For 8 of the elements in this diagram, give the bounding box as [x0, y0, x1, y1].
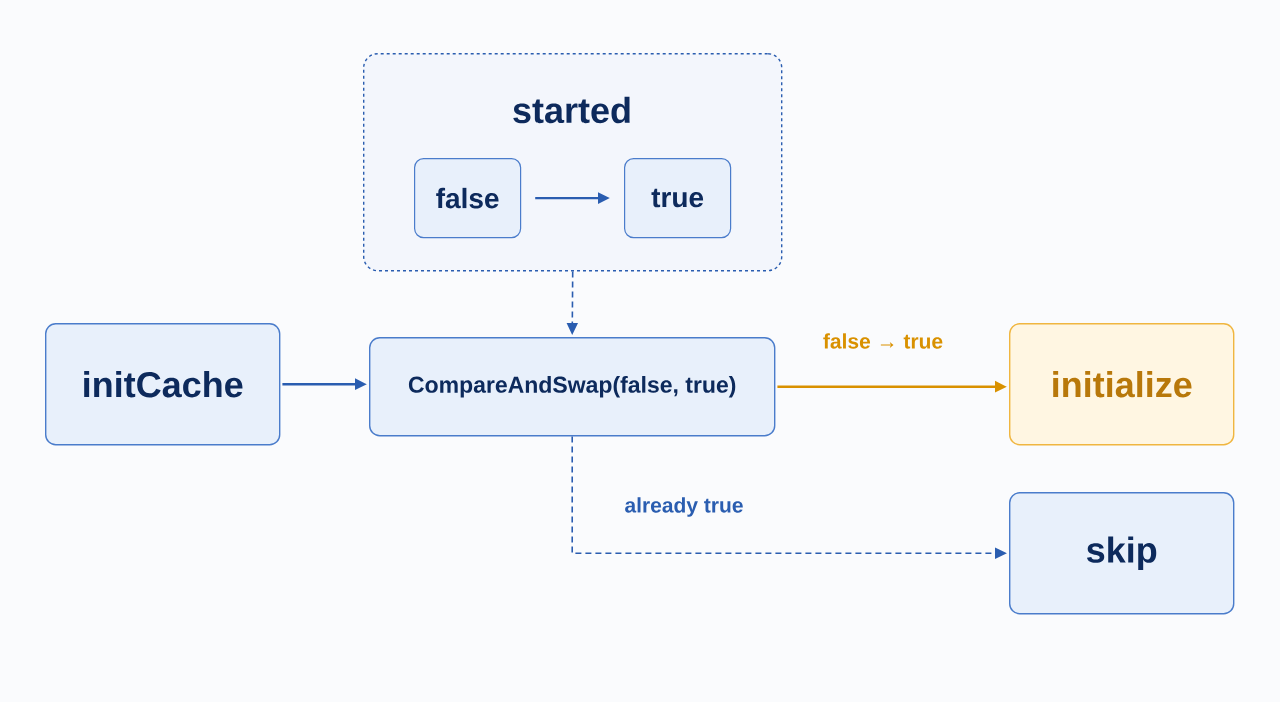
state-box: false [414, 158, 522, 239]
process-box: initialize [1009, 323, 1235, 446]
edge-label: false → true [820, 331, 946, 351]
edge-label: already true [622, 495, 746, 519]
process-box: skip [1009, 492, 1235, 615]
process-box: CompareAndSwap(false, true) [369, 337, 776, 437]
process-box: initCache [45, 323, 281, 446]
state-box: true [624, 158, 732, 239]
